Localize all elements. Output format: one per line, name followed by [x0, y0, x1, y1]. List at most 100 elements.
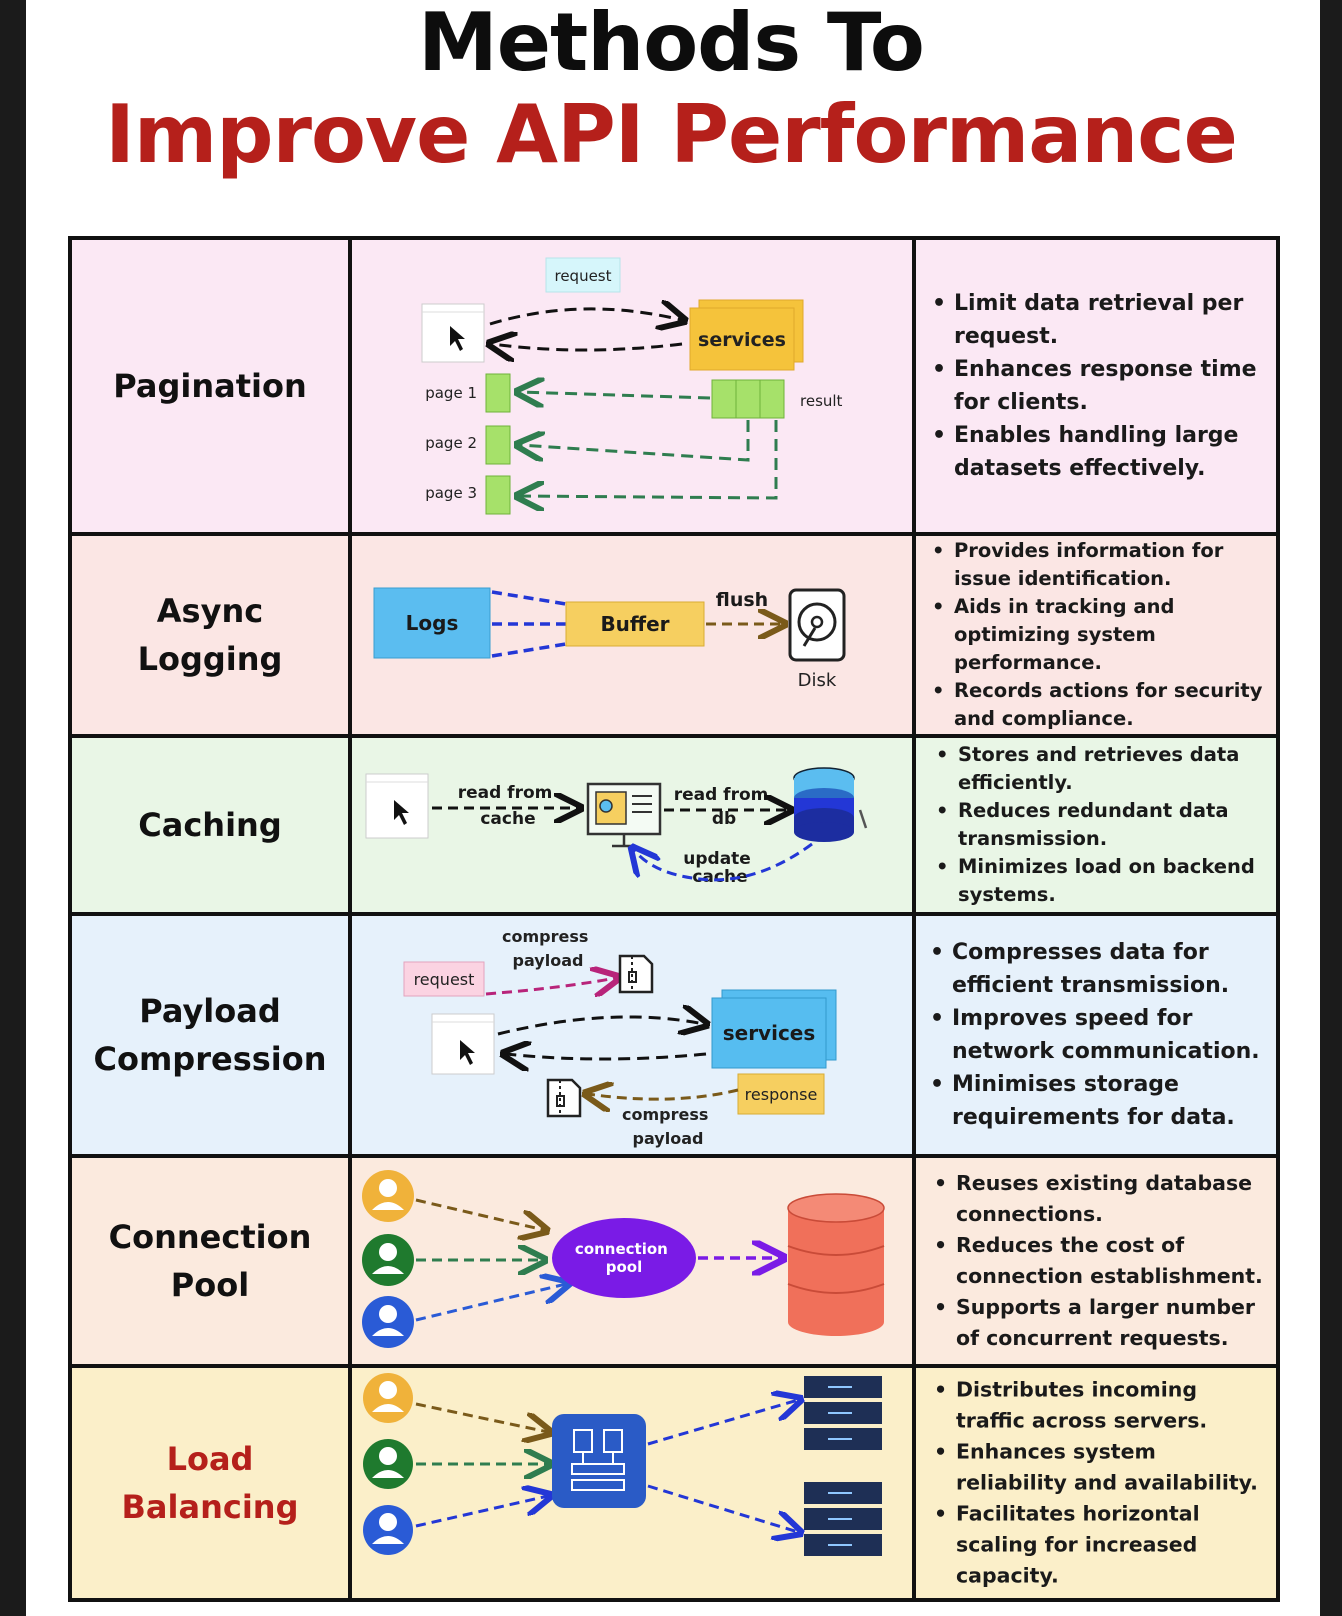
svg-text:services: services [698, 329, 786, 351]
disk-label: Disk [798, 670, 837, 691]
zip-file-icon [546, 1078, 582, 1118]
bullet: Minimizes load on backend systems. [934, 853, 1270, 909]
pool-diagram: connection pool [362, 1170, 885, 1348]
result-label: result [800, 392, 843, 410]
bullet: Facilitates horizontal scaling for incre… [932, 1499, 1270, 1592]
svg-text:Logs: Logs [406, 611, 459, 635]
zip-file-icon [618, 954, 654, 994]
method-name: Pagination [113, 367, 307, 405]
title-line-1: Methods To [418, 0, 925, 89]
row-connection-pool: Connection Pool [72, 1158, 1276, 1364]
browser-cursor-icon [431, 1013, 495, 1075]
bullet: Limit data retrieval per request. [930, 287, 1270, 353]
page-3-box [485, 475, 511, 515]
bullets-cell: Provides information for issue identific… [916, 536, 1276, 734]
bullet: Distributes incoming traffic across serv… [932, 1375, 1270, 1437]
buffer-box: Buffer [565, 601, 705, 647]
bullets-cell: Distributes incoming traffic across serv… [916, 1368, 1276, 1598]
services-box: services [711, 989, 837, 1069]
page-2-label: page 2 [425, 434, 477, 452]
request-label: request [403, 961, 485, 997]
diagram-load-balancing [352, 1368, 912, 1598]
update-cache-label: update cache [683, 849, 757, 887]
method-name-cell: Pagination [72, 240, 348, 532]
bullets-cell: Stores and retrieves data efficiently. R… [916, 738, 1276, 912]
method-name: Async Logging [137, 592, 283, 678]
request-label: request [545, 257, 621, 293]
page-3-label: page 3 [425, 484, 477, 502]
user-icon [362, 1234, 414, 1286]
pagination-diagram: request services [421, 257, 843, 515]
balancing-bullets: Distributes incoming traffic across serv… [932, 1375, 1270, 1592]
bullets-cell: Compresses data for efficient transmissi… [916, 916, 1276, 1154]
pool-bullets: Reuses existing database connections. Re… [932, 1168, 1270, 1354]
method-name: Caching [138, 806, 282, 844]
methods-table: Pagination request [68, 236, 1280, 1602]
result-boxes [711, 379, 785, 419]
method-name: Connection Pool [108, 1218, 312, 1304]
response-label: response [737, 1073, 825, 1115]
services-box: services [689, 299, 804, 371]
bullet: Supports a larger number of concurrent r… [932, 1292, 1270, 1354]
row-payload-compression: Payload Compression compress payload req… [72, 916, 1276, 1154]
bullet: Compresses data for efficient transmissi… [928, 936, 1270, 1002]
server-rack-icon [804, 1376, 882, 1450]
compression-bullets: Compresses data for efficient transmissi… [928, 936, 1270, 1134]
read-cache-label: read from cache [458, 783, 559, 829]
method-name-cell: Load Balancing [72, 1368, 348, 1598]
database-icon [787, 1193, 885, 1336]
logging-diagram: Logs Buffer flush Disk [373, 587, 846, 691]
diagram-async-logging: Logs Buffer flush Disk [352, 536, 912, 734]
page-2-box [485, 425, 511, 465]
balancing-diagram [363, 1373, 882, 1556]
svg-text:services: services [723, 1021, 816, 1045]
bullet: Records actions for security and complia… [930, 677, 1270, 733]
svg-text:Buffer: Buffer [600, 612, 669, 636]
method-name: Load Balancing [121, 1440, 299, 1526]
database-icon [793, 767, 868, 842]
bullets-cell: Reuses existing database connections. Re… [916, 1158, 1276, 1364]
bullet: Enables handling large datasets effectiv… [930, 419, 1270, 485]
browser-cursor-icon [421, 303, 485, 363]
bullet: Provides information for issue identific… [930, 537, 1270, 593]
browser-cursor-icon [365, 773, 429, 839]
flush-label: flush [716, 589, 768, 611]
bullet: Stores and retrieves data efficiently. [934, 741, 1270, 797]
bullet: Reuses existing database connections. [932, 1168, 1270, 1230]
method-name-cell: Payload Compression [72, 916, 348, 1154]
compression-diagram: compress payload request [403, 927, 837, 1148]
diagram-payload-compression: compress payload request [352, 916, 912, 1154]
row-async-logging: Async Logging Logs Buffer flush [72, 536, 1276, 734]
compress-top-label: compress payload [502, 927, 594, 970]
svg-text:response: response [745, 1085, 818, 1104]
caching-diagram: read from cache read from db [365, 767, 868, 887]
bullet: Enhances system reliability and availabi… [932, 1437, 1270, 1499]
diagram-pagination: request services [352, 240, 912, 532]
diagram-caching: read from cache read from db [352, 738, 912, 912]
method-name: Payload Compression [93, 992, 327, 1078]
pagination-bullets: Limit data retrieval per request. Enhanc… [930, 287, 1270, 485]
user-icon [363, 1439, 413, 1489]
read-db-label: read from db [674, 785, 775, 829]
bullet: Minimises storage requirements for data. [928, 1068, 1270, 1134]
page-1-label: page 1 [425, 384, 477, 402]
user-icon [363, 1505, 413, 1555]
compress-bottom-label: compress payload [622, 1105, 714, 1148]
method-name-cell: Caching [72, 738, 348, 912]
bullet: Reduces redundant data transmission. [934, 797, 1270, 853]
user-icon [363, 1373, 413, 1423]
bullet: Reduces the cost of connection establish… [932, 1230, 1270, 1292]
row-load-balancing: Load Balancing [72, 1368, 1276, 1598]
page-1-box [485, 373, 511, 413]
logging-bullets: Provides information for issue identific… [930, 537, 1270, 733]
bullet: Enhances response time for clients. [930, 353, 1270, 419]
svg-text:request: request [554, 267, 611, 285]
user-icon [362, 1170, 414, 1222]
title-line-2: Improve API Performance [105, 88, 1238, 181]
bullets-cell: Limit data retrieval per request. Enhanc… [916, 240, 1276, 532]
connection-pool-ellipse: connection pool [552, 1218, 696, 1298]
user-icon [362, 1296, 414, 1348]
row-pagination: Pagination request [72, 240, 1276, 532]
caching-bullets: Stores and retrieves data efficiently. R… [934, 741, 1270, 909]
method-name-cell: Connection Pool [72, 1158, 348, 1364]
